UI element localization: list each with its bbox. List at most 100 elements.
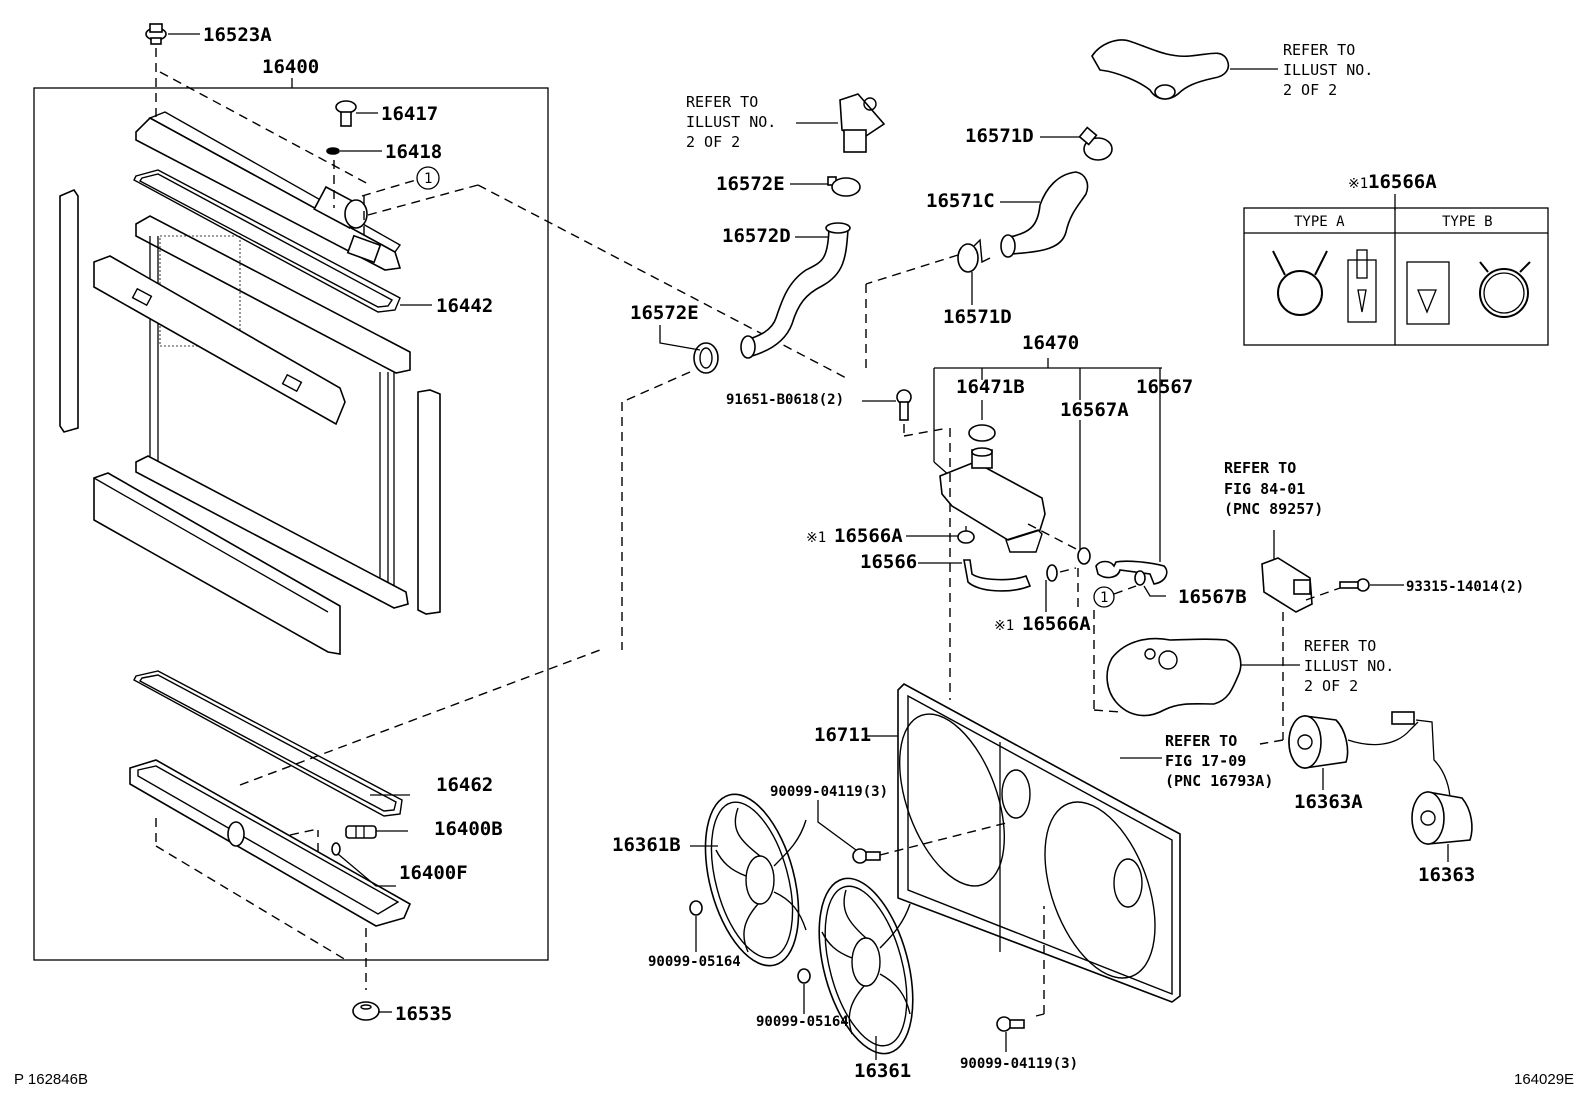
label-16400[interactable]: 16400 (262, 56, 319, 78)
part-16400B-drain-cock[interactable] (345, 825, 377, 839)
part-side-seal-right[interactable] (417, 389, 441, 615)
callout-1-upper (416, 166, 440, 190)
part-16572D-hose[interactable] (740, 222, 851, 359)
part-lower-seal[interactable] (93, 472, 341, 655)
svg-text:REFER TO: REFER TO (1224, 459, 1296, 477)
label-16711[interactable]: 16711 (814, 724, 871, 746)
label-16572E-left[interactable]: 16572E (630, 302, 699, 324)
label-90099-05164-mid[interactable]: 90099-05164 (756, 1014, 849, 1030)
part-lower-tank[interactable] (129, 759, 412, 927)
part-16363-fan-motor[interactable] (1411, 791, 1473, 845)
note-marker-16566A-2: ※1 (994, 618, 1014, 634)
label-16535[interactable]: 16535 (395, 1003, 452, 1025)
label-16418[interactable]: 16418 (385, 141, 442, 163)
part-water-outlet[interactable] (1091, 39, 1230, 100)
part-16361B-fan[interactable] (689, 784, 816, 976)
part-16571D-clamp-top[interactable] (1078, 126, 1113, 161)
refer-note-water-pump[interactable]: REFER TO ILLUST NO. 2 OF 2 (1304, 637, 1394, 695)
part-16567B-clamp[interactable] (1134, 570, 1146, 586)
svg-text:FIG 17-09: FIG 17-09 (1165, 752, 1246, 770)
label-90099-05164-left[interactable]: 90099-05164 (648, 954, 741, 970)
part-90099-04119-screw-top[interactable] (852, 848, 881, 864)
label-16566A-1[interactable]: 16566A (834, 525, 903, 547)
part-16711-fan-shroud[interactable] (879, 683, 1181, 1003)
label-90099-04119-bottom[interactable]: 90099-04119(3) (960, 1056, 1078, 1072)
label-16572D[interactable]: 16572D (722, 225, 791, 247)
refer-note-ecu[interactable]: REFER TO FIG 84-01 (PNC 89257) (1224, 459, 1323, 518)
part-16523A-cushion[interactable] (145, 23, 167, 45)
part-16400F-o-ring[interactable] (331, 842, 341, 856)
svg-text:2 OF 2: 2 OF 2 (686, 133, 740, 151)
part-16462-gasket-lower[interactable] (133, 670, 403, 817)
part-90099-05164-nut-left[interactable] (689, 900, 703, 916)
label-16400B[interactable]: 16400B (434, 818, 503, 840)
part-90099-05164-nut-mid[interactable] (797, 968, 811, 984)
footer-figure-id: P 162846B (14, 1071, 88, 1088)
part-thermostat[interactable] (839, 93, 886, 153)
part-16535-cushion[interactable] (352, 1001, 380, 1021)
label-16566A-box[interactable]: 16566A (1368, 171, 1437, 193)
leader-16470-bracket (933, 358, 1162, 562)
label-16471B[interactable]: 16471B (956, 376, 1025, 398)
label-16567[interactable]: 16567 (1136, 376, 1193, 398)
part-16571C-hose[interactable] (1000, 171, 1089, 258)
label-16470[interactable]: 16470 (1022, 332, 1079, 354)
label-16523A[interactable]: 16523A (203, 24, 272, 46)
part-16361-fan[interactable] (802, 868, 930, 1064)
part-16442-gasket-upper[interactable] (133, 169, 401, 313)
part-16567A-clamp[interactable] (1077, 547, 1091, 565)
part-90099-04119-screw-bottom[interactable] (996, 1016, 1025, 1032)
svg-text:ILLUST NO.: ILLUST NO. (686, 113, 776, 131)
label-16571C[interactable]: 16571C (926, 190, 995, 212)
part-side-seal-left[interactable] (59, 189, 79, 433)
refer-note-water-outlet[interactable]: REFER TO ILLUST NO. 2 OF 2 (1283, 41, 1373, 99)
part-16567-hose[interactable] (1095, 560, 1168, 585)
part-16566A-clamp-1[interactable] (957, 526, 975, 544)
label-16462[interactable]: 16462 (436, 774, 493, 796)
callout-1-lower (1093, 586, 1115, 608)
part-radiator-core[interactable] (135, 215, 411, 609)
part-upper-seal[interactable] (93, 255, 346, 426)
part-93315-screw[interactable] (1339, 578, 1370, 592)
part-16571D-clamp-bottom[interactable] (957, 238, 991, 273)
part-reservoir-tank[interactable] (939, 447, 1046, 553)
part-16418-gasket[interactable] (326, 147, 340, 155)
label-16566A-2[interactable]: 16566A (1022, 613, 1091, 635)
label-91651-B0618[interactable]: 91651-B0618(2) (726, 392, 844, 408)
label-90099-04119-top[interactable]: 90099-04119(3) (770, 784, 888, 800)
part-16566-hose[interactable] (963, 559, 1032, 592)
label-16566[interactable]: 16566 (860, 551, 917, 573)
label-16571D-bottom[interactable]: 16571D (943, 306, 1012, 328)
label-16567B[interactable]: 16567B (1178, 586, 1247, 608)
part-16417-plug[interactable] (335, 100, 357, 127)
svg-text:(PNC 16793A): (PNC 16793A) (1165, 772, 1273, 790)
clamp-types-box: TYPE A TYPE B (1243, 207, 1549, 346)
part-water-inlet[interactable] (1106, 637, 1242, 717)
label-16572E-top[interactable]: 16572E (716, 173, 785, 195)
refer-note-shroud-part[interactable]: REFER TO FIG 17-09 (PNC 16793A) (1165, 732, 1273, 790)
svg-text:REFER TO: REFER TO (1283, 41, 1355, 59)
label-16361B[interactable]: 16361B (612, 834, 681, 856)
part-16363A-fan-motor[interactable] (1288, 715, 1349, 769)
label-16400F[interactable]: 16400F (399, 862, 468, 884)
part-16572E-clamp-top[interactable] (827, 176, 861, 197)
part-upper-tank[interactable] (135, 111, 402, 271)
label-93315-14014[interactable]: 93315-14014(2) (1406, 579, 1524, 595)
refer-note-thermostat[interactable]: REFER TO ILLUST NO. 2 OF 2 (686, 93, 776, 151)
part-91651-bolt[interactable] (896, 389, 912, 421)
label-16363[interactable]: 16363 (1418, 864, 1475, 886)
type-b-header: TYPE B (1442, 214, 1493, 230)
part-ecu-module[interactable] (1261, 557, 1313, 613)
part-16471B-cap[interactable] (968, 424, 996, 442)
label-16363A[interactable]: 16363A (1294, 791, 1363, 813)
label-16567A[interactable]: 16567A (1060, 399, 1129, 421)
footer-illustration-id: 164029E (1514, 1071, 1574, 1088)
part-16572E-clamp-left[interactable] (693, 342, 719, 374)
radiator-assembly-frame (33, 87, 549, 961)
label-16361[interactable]: 16361 (854, 1060, 911, 1082)
label-16571D-top[interactable]: 16571D (965, 125, 1034, 147)
label-16442[interactable]: 16442 (436, 295, 493, 317)
svg-text:2 OF 2: 2 OF 2 (1283, 81, 1337, 99)
part-16566A-clamp-2[interactable] (1046, 564, 1058, 582)
label-16417[interactable]: 16417 (381, 103, 438, 125)
